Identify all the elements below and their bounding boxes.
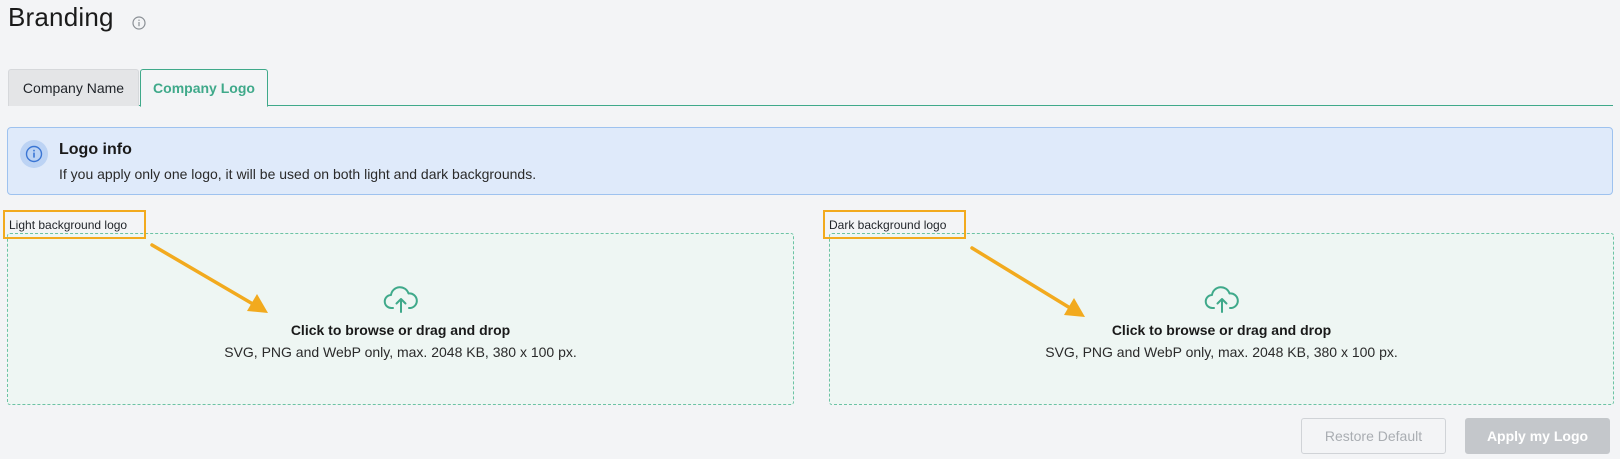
tab-company-name[interactable]: Company Name [8,69,139,106]
light-logo-label: Light background logo [3,210,146,239]
info-text: If you apply only one logo, it will be u… [59,166,537,182]
light-dropzone-sub-text: SVG, PNG and WebP only, max. 2048 KB, 38… [224,344,577,360]
cloud-upload-icon [1204,286,1239,313]
tab-bar: Company Name Company Logo [8,69,1613,107]
cloud-upload-icon [383,286,418,313]
dark-dropzone-main-text: Click to browse or drag and drop [1111,322,1332,338]
tab-company-logo[interactable]: Company Logo [140,69,268,107]
dark-logo-label: Dark background logo [823,210,966,239]
restore-default-button[interactable]: Restore Default [1301,418,1446,454]
info-title: Logo info [59,141,132,158]
light-dropzone-main-text: Click to browse or drag and drop [290,322,511,338]
logo-info-box: Logo info If you apply only one logo, it… [7,127,1613,195]
info-circle-icon[interactable] [132,16,146,30]
page-title: Branding [8,2,114,32]
info-circle-icon [25,145,43,163]
apply-logo-button[interactable]: Apply my Logo [1465,418,1610,454]
dark-dropzone-sub-text: SVG, PNG and WebP only, max. 2048 KB, 38… [1045,344,1398,360]
info-icon-badge [20,140,48,168]
light-logo-dropzone[interactable]: Click to browse or drag and drop SVG, PN… [7,233,794,405]
dark-logo-dropzone[interactable]: Click to browse or drag and drop SVG, PN… [829,233,1614,405]
